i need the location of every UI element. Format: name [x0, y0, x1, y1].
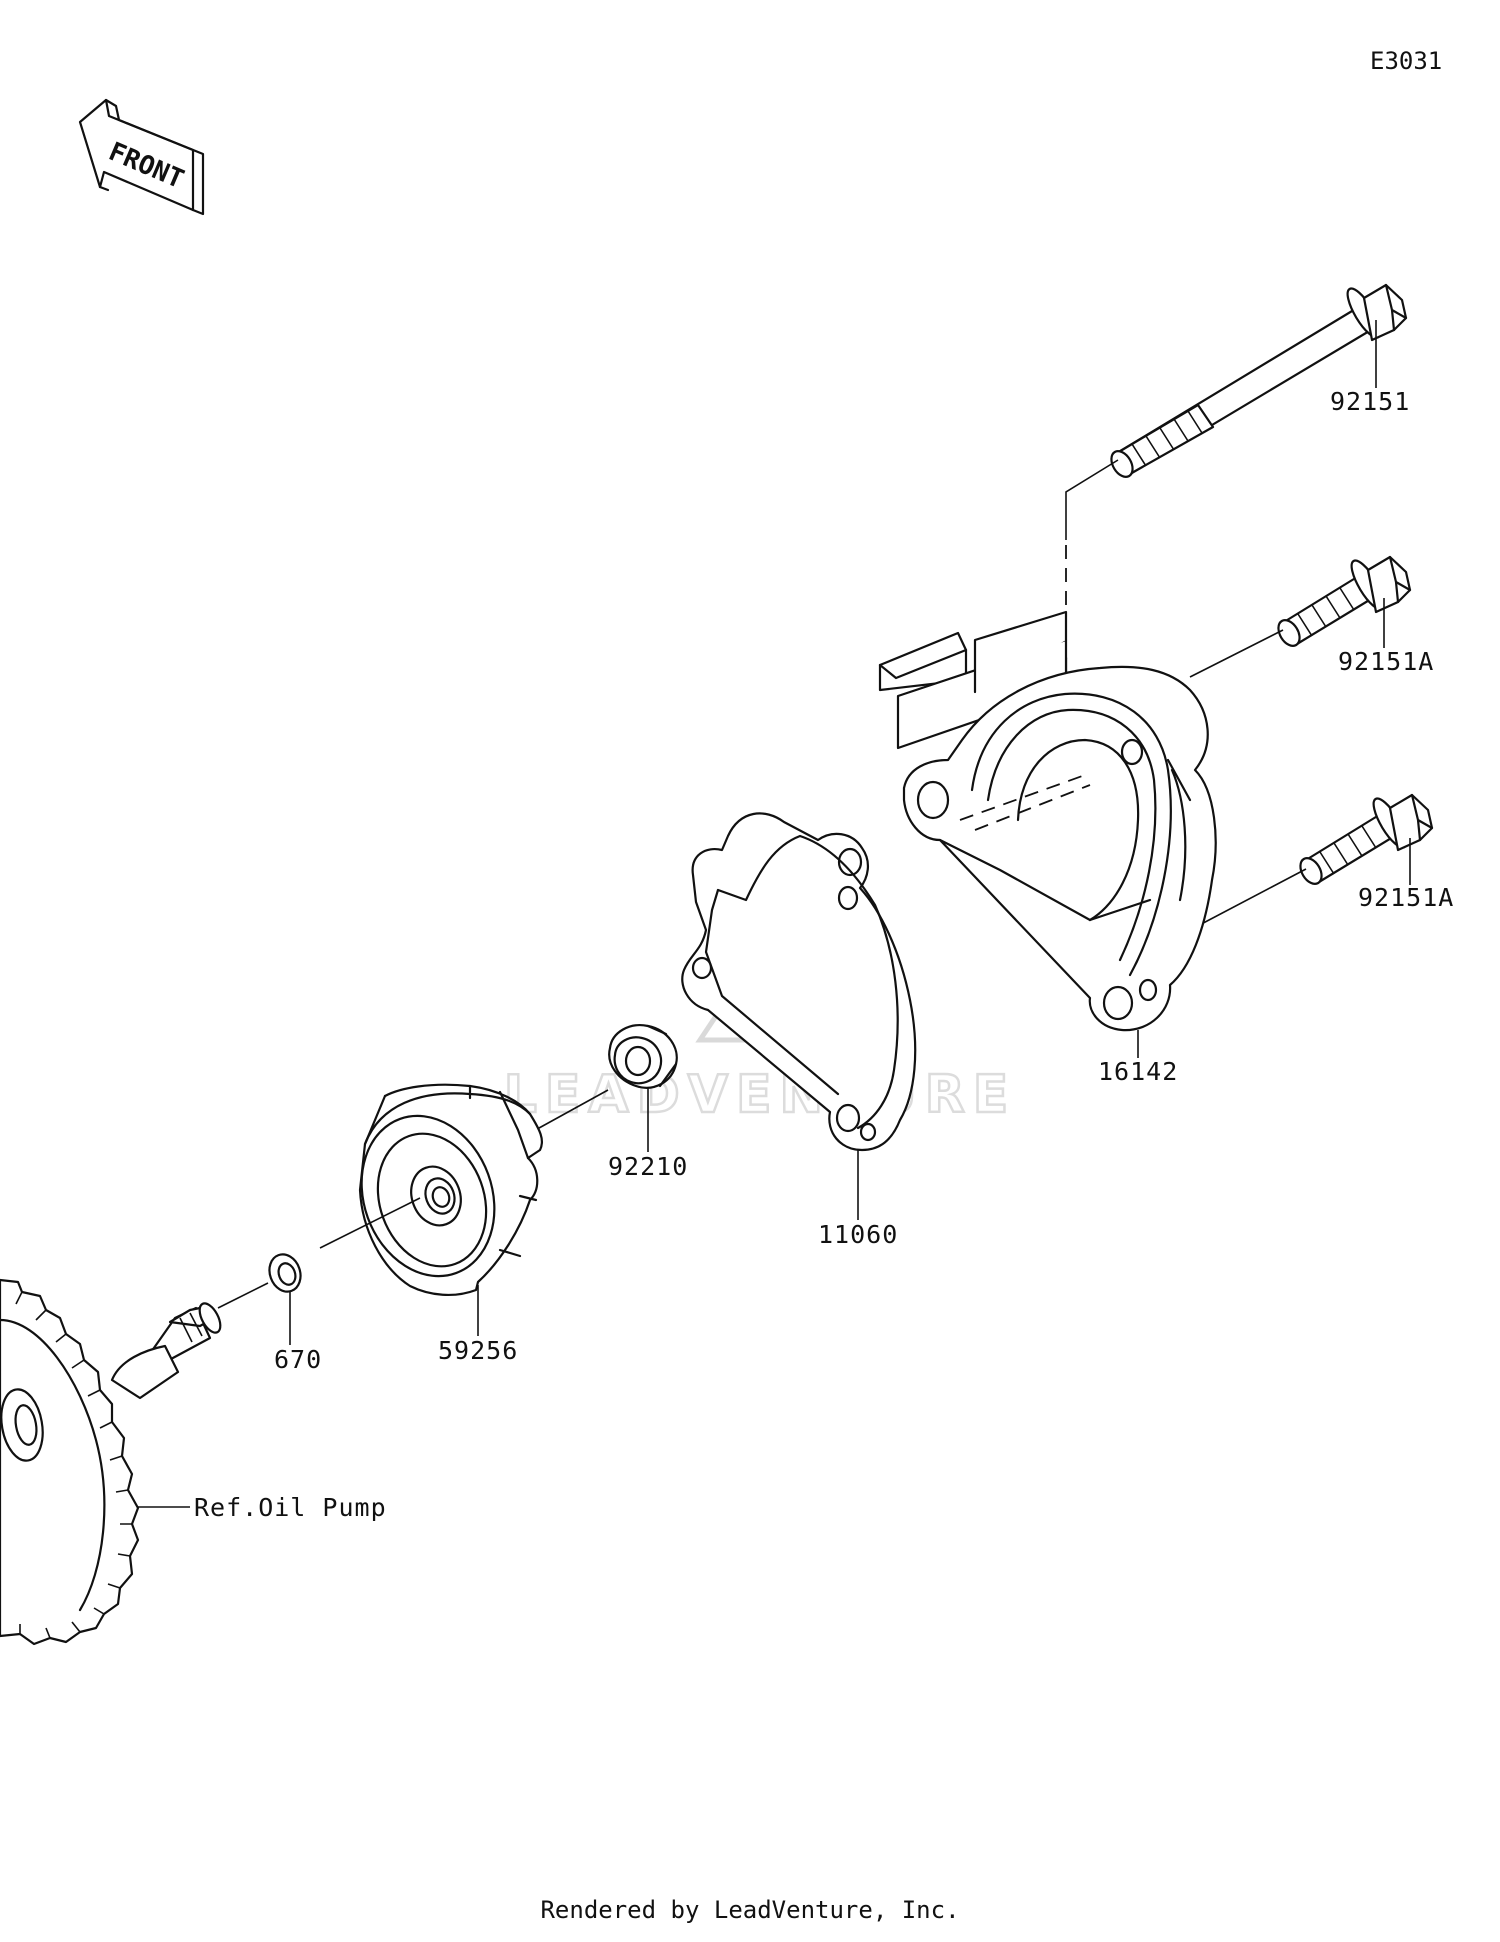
washer[interactable] — [264, 1250, 305, 1296]
bolt-long[interactable] — [1107, 283, 1408, 480]
part-label-11060[interactable]: 11060 — [818, 1220, 898, 1249]
gasket[interactable] — [681, 812, 917, 1152]
assembly-line-59256 — [319, 1197, 421, 1249]
footer-credit: Rendered by LeadVenture, Inc. — [540, 1896, 959, 1924]
assembly-line-92151 — [1065, 459, 1119, 540]
impeller[interactable] — [340, 1083, 544, 1297]
assembly-line-92151A-lower — [1189, 868, 1307, 931]
nut[interactable] — [608, 1024, 678, 1089]
assembly-line-92151A-upper — [1189, 629, 1284, 678]
part-label-16142[interactable]: 16142 — [1098, 1057, 1178, 1086]
oil-pump-gear — [0, 1278, 140, 1646]
watermark-text: LEADVENTURE — [504, 1065, 1017, 1125]
part-label-92151[interactable]: 92151 — [1330, 387, 1410, 416]
part-label-92151A-upper[interactable]: 92151A — [1338, 647, 1434, 676]
part-label-92151A-lower[interactable]: 92151A — [1358, 883, 1454, 912]
assembly-line-670 — [217, 1282, 269, 1309]
part-label-59256[interactable]: 59256 — [438, 1336, 518, 1365]
assembly-line-92210 — [529, 1089, 609, 1134]
bolt-lower[interactable] — [1296, 793, 1434, 887]
diagram-code: E3031 — [1370, 47, 1442, 75]
bolt-upper[interactable] — [1274, 555, 1412, 649]
reference-label[interactable]: Ref.Oil Pump — [194, 1493, 387, 1522]
part-label-92210[interactable]: 92210 — [608, 1152, 688, 1181]
pump-shaft — [110, 1302, 222, 1400]
pump-cover[interactable] — [878, 610, 1217, 1032]
front-arrow-icon: FRONT — [78, 98, 205, 216]
part-label-670[interactable]: 670 — [274, 1345, 322, 1374]
